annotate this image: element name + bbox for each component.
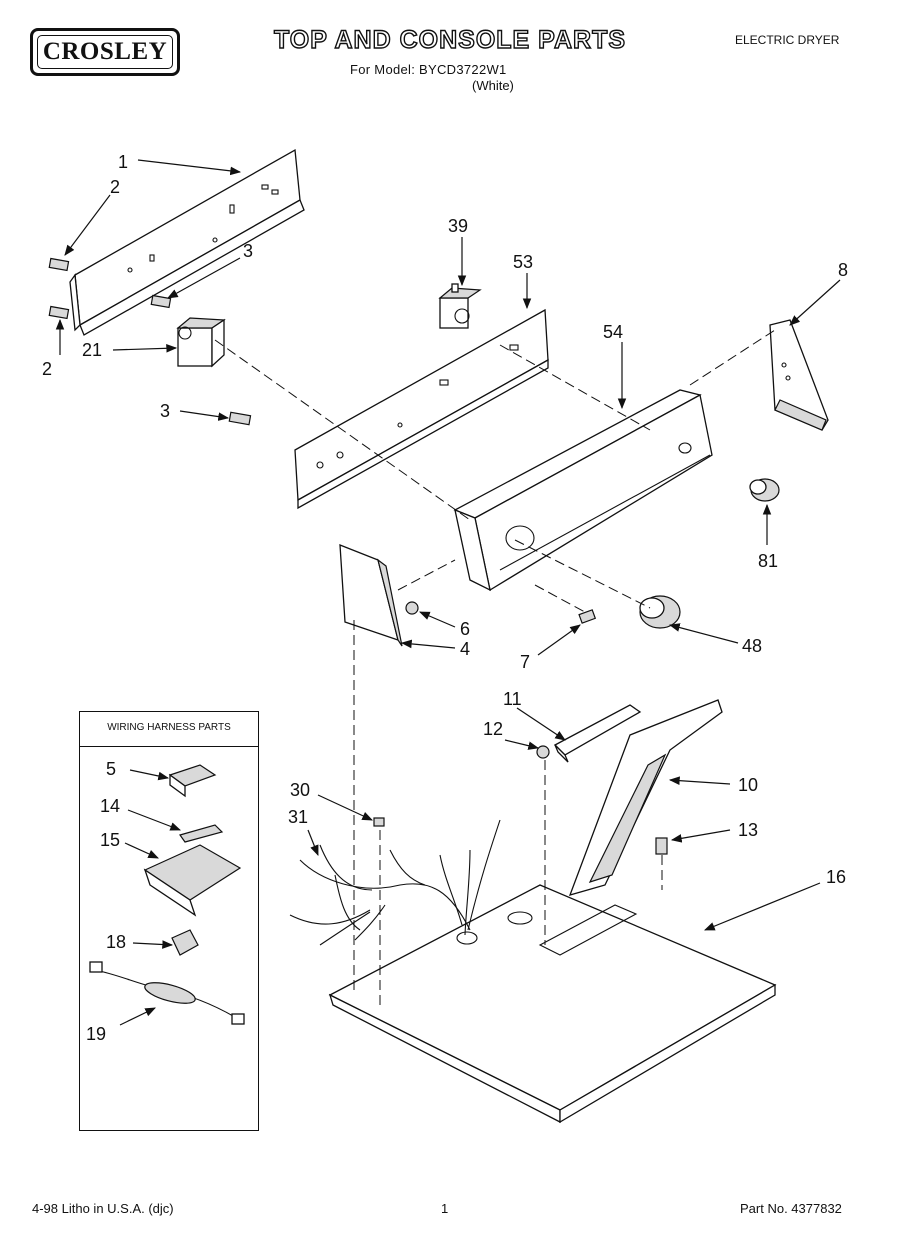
part-31-wiring-harness [289, 819, 501, 946]
part-4-shield [339, 544, 403, 647]
callout-3-lower: 3 [160, 401, 170, 421]
part-81-plug [749, 478, 780, 502]
part-14-terminal [179, 824, 224, 843]
brand-logo-text: CROSLEY [42, 38, 168, 65]
part-2-screw-upper [48, 257, 70, 272]
callout-81: 81 [758, 551, 778, 571]
part-11-lint-cover [553, 704, 642, 763]
part-13-screw [655, 837, 668, 855]
legend-title: WIRING HARNESS PARTS [107, 722, 231, 733]
product-type: ELECTRIC DRYER [735, 33, 840, 47]
callout-3-upper: 3 [243, 241, 253, 261]
page-title: TOP AND CONSOLE PARTS [273, 25, 627, 54]
callout-19: 19 [86, 1024, 106, 1044]
callout-12: 12 [483, 719, 503, 739]
part-54-console [453, 389, 713, 592]
footer-part-number: Part No. 4377832 [740, 1201, 842, 1216]
footer-page-number: 1 [441, 1201, 449, 1216]
part-12-clip [536, 745, 550, 759]
callout-30: 30 [290, 780, 310, 800]
callout-54: 54 [603, 322, 623, 342]
callout-31: 31 [288, 807, 308, 827]
part-19-power-cord-harness [89, 961, 245, 1025]
brand-logo-inner-border [37, 35, 173, 69]
part-39-switch [438, 283, 482, 329]
callout-53: 53 [513, 252, 533, 272]
callout-15: 15 [100, 830, 120, 850]
callout-1: 1 [118, 152, 128, 172]
callout-13: 13 [738, 820, 758, 840]
part-7-screw [578, 609, 597, 624]
callout-labels: 1 2 2 3 3 21 39 53 54 8 81 6 4 7 48 11 1… [42, 152, 848, 1044]
callout-39: 39 [448, 216, 468, 236]
callout-14: 14 [100, 796, 120, 816]
part-6-clip [405, 601, 419, 615]
callout-4: 4 [460, 639, 470, 659]
part-18-clip [171, 929, 199, 956]
callout-6: 6 [460, 619, 470, 639]
part-53-console-bracket [294, 308, 549, 510]
part-8-end-cap [769, 319, 829, 431]
part-1-control-bracket [69, 148, 305, 336]
color-line: (White) [472, 78, 514, 93]
part-5-connector [168, 764, 217, 798]
legend-divider [80, 746, 258, 747]
callout-10: 10 [738, 775, 758, 795]
part-30-clamp [373, 817, 385, 827]
part-15-terminal-block [143, 844, 242, 917]
brand-logo: CROSLEY [30, 28, 180, 76]
callout-48: 48 [742, 636, 762, 656]
callout-18: 18 [106, 932, 126, 952]
part-3-screw-upper [150, 294, 172, 309]
callout-5: 5 [106, 759, 116, 779]
footer-print-info: 4-98 Litho in U.S.A. (djc) [32, 1201, 174, 1216]
model-line: For Model: BYCD3722W1 [350, 62, 507, 77]
wiring-harness-legend: WIRING HARNESS PARTS [79, 711, 259, 1131]
callout-16: 16 [826, 867, 846, 887]
callout-2-lower: 2 [42, 359, 52, 379]
part-48-knob [639, 595, 681, 629]
callout-21: 21 [82, 340, 102, 360]
part-16-top-panel [328, 884, 777, 1124]
part-3-screw-lower [228, 411, 252, 426]
alignment-lines [214, 329, 776, 1005]
part-2-screw-lower [48, 305, 70, 320]
callout-7: 7 [520, 652, 530, 672]
part-10-lint-screen [568, 699, 723, 896]
callout-11: 11 [503, 689, 522, 709]
callout-8: 8 [838, 260, 848, 280]
part-21-timer [176, 317, 226, 368]
callout-2-upper: 2 [110, 177, 120, 197]
leader-arrows [55, 159, 841, 1026]
